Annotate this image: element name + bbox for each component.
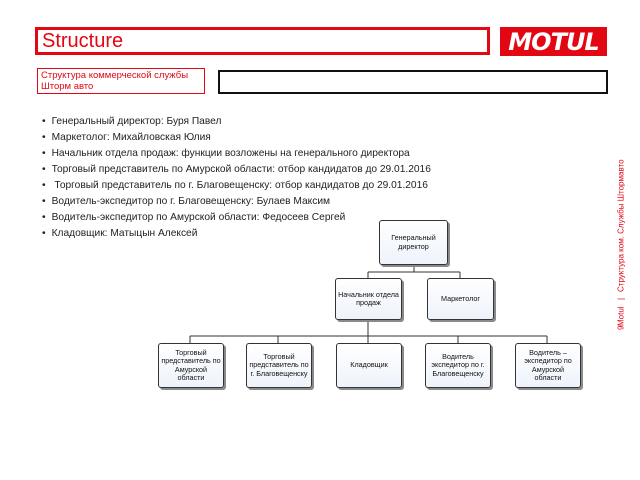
node-sales-head: Начальник отдела продаж bbox=[335, 278, 402, 320]
list-item: Кладовщик: Матыцын Алексей bbox=[42, 226, 542, 242]
node-ceo: Генеральный директор bbox=[379, 220, 448, 265]
node-storekeeper: Кладовщик bbox=[336, 343, 402, 388]
list-item: Водитель-экспедитор по Амурской области:… bbox=[42, 210, 542, 226]
node-driver-city: Водитель экспедитор по г. Благовещенску bbox=[425, 343, 491, 388]
section-subtitle: Структура коммерческой службы Шторм авто bbox=[37, 68, 205, 94]
empty-header-box bbox=[218, 70, 608, 94]
list-item: Торговый представитель по Амурской облас… bbox=[42, 162, 542, 178]
node-rep-region: Торговый представитель по Амурской облас… bbox=[158, 343, 224, 388]
node-rep-city: Торговый представитель по г. Благовещенс… bbox=[246, 343, 312, 388]
list-item: Начальник отдела продаж: функции возложе… bbox=[42, 146, 542, 162]
motul-logo: MOTUL bbox=[500, 27, 607, 56]
list-item: Водитель-экспедитор по г. Благовещенску:… bbox=[42, 194, 542, 210]
staff-list: Генеральный директор: Буря Павел Маркето… bbox=[42, 114, 542, 242]
logo-text: MOTUL bbox=[508, 27, 599, 56]
list-item: Торговый представитель по г. Благовещенс… bbox=[42, 178, 542, 194]
node-driver-region: Водитель – экспедитор по Амурской област… bbox=[515, 343, 581, 388]
list-item: Маркетолог: Михайловская Юлия bbox=[42, 130, 542, 146]
node-marketer: Маркетолог bbox=[427, 278, 494, 320]
title-box: Structure bbox=[35, 27, 490, 55]
list-item: Генеральный директор: Буря Павел bbox=[42, 114, 542, 130]
page-title: Structure bbox=[42, 29, 124, 52]
